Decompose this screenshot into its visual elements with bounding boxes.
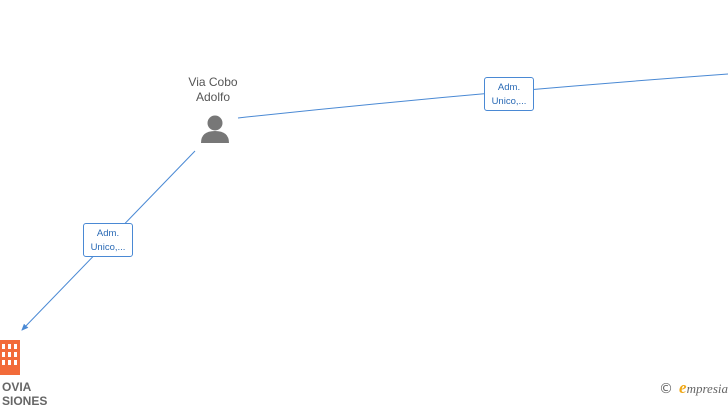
company-name-line2[interactable]: SIONES — [2, 394, 48, 408]
person-name-line1: Via Cobo — [188, 75, 238, 89]
brand-initial: e — [679, 378, 687, 397]
copyright-icon: © — [659, 381, 674, 397]
relation-label-line1: Adm. — [497, 82, 521, 93]
edge-line-person-to-right — [237, 73, 728, 119]
relation-label-line1: Adm. — [96, 228, 120, 239]
person-node-label[interactable]: Via Cobo Adolfo — [172, 75, 254, 105]
company-name-line1[interactable]: OVIA — [2, 380, 32, 394]
building-icon[interactable] — [0, 340, 20, 375]
relation-label-line2: Unico,... — [90, 242, 126, 253]
empresia-watermark: © empresia — [659, 378, 728, 398]
brand-name: mpresia — [686, 381, 728, 396]
person-icon[interactable] — [201, 115, 229, 144]
relation-label-box[interactable]: Adm. Unico,... — [83, 223, 133, 257]
person-name-line2: Adolfo — [195, 90, 231, 104]
relation-label-line2: Unico,... — [491, 96, 527, 107]
relation-label-box[interactable]: Adm. Unico,... — [484, 77, 534, 111]
